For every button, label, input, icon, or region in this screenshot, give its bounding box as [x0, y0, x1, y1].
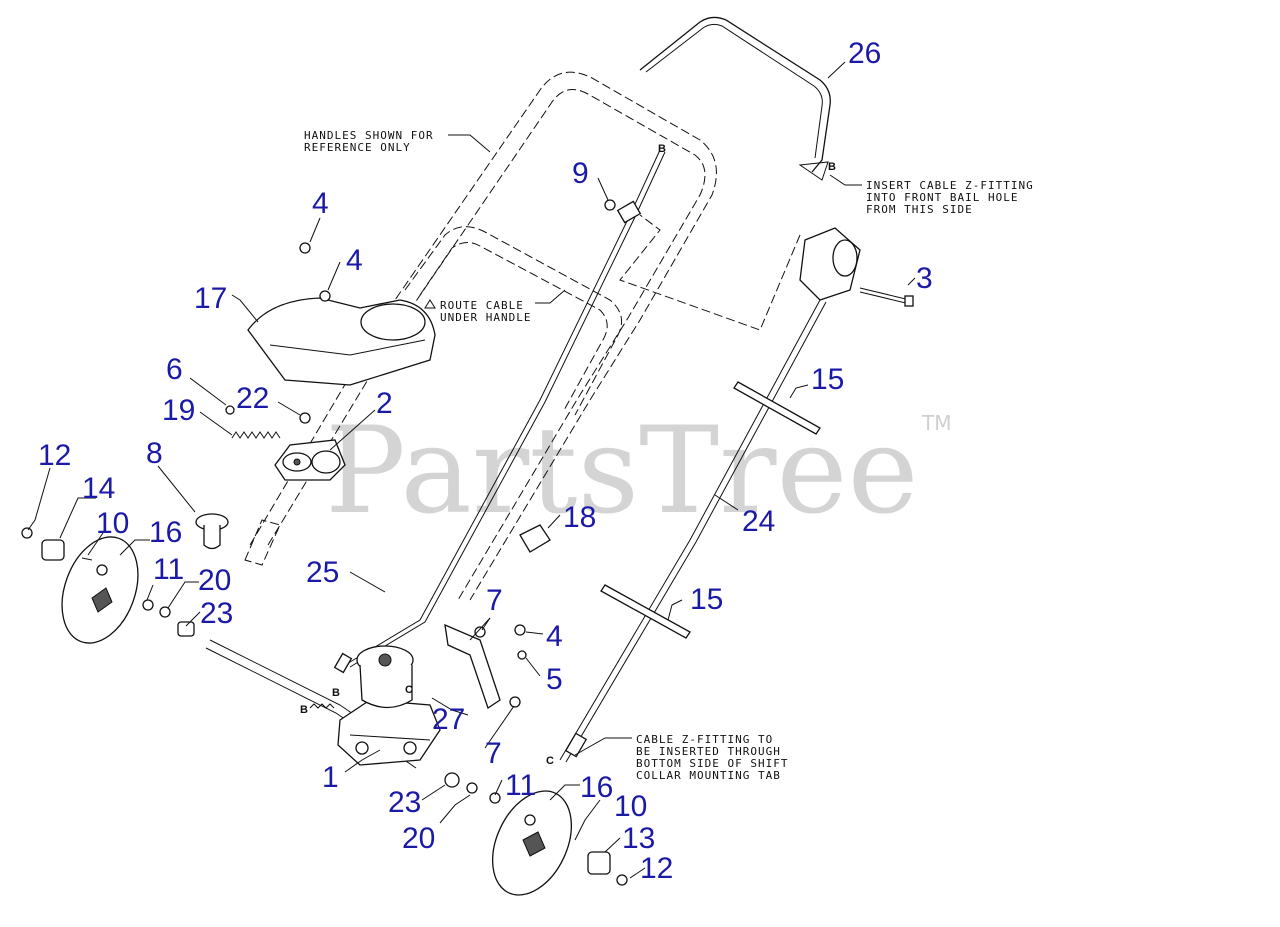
callout-14: 14: [82, 472, 115, 505]
callout-6: 6: [166, 353, 183, 386]
svg-text:UNDER HANDLE: UNDER HANDLE: [440, 311, 531, 324]
svg-text:REFERENCE ONLY: REFERENCE ONLY: [304, 141, 411, 154]
ref-c-trans: C: [405, 684, 413, 696]
callout-17: 17: [194, 282, 227, 315]
handle-outline: [244, 71, 717, 601]
callout-13: 13: [622, 822, 655, 855]
callout-12a: 12: [38, 439, 71, 472]
svg-text:INTO FRONT BAIL HOLE: INTO FRONT BAIL HOLE: [866, 191, 1018, 204]
ref-b-bail: B: [828, 161, 836, 173]
transmission: [309, 645, 441, 766]
callout-23b: 23: [388, 786, 421, 819]
callout-4b: 4: [346, 244, 363, 277]
callout-leaders: [27, 61, 916, 879]
right-wheel-group: [444, 772, 628, 896]
control-box: [619, 214, 914, 331]
callout-16a: 16: [149, 516, 182, 549]
callout-2: 2: [376, 387, 393, 420]
watermark-tm: TM: [921, 411, 951, 435]
bushing: [195, 513, 229, 550]
callout-4c: 4: [546, 620, 563, 653]
cable-25: [344, 149, 661, 666]
callout-11a: 11: [153, 553, 184, 586]
callouts: 26 9 4 4 3 17 6 22 2 19 15 12 8 14 10 16…: [38, 37, 933, 885]
callout-23a: 23: [200, 597, 233, 630]
callout-19: 19: [162, 394, 195, 427]
callout-15a: 15: [811, 363, 844, 396]
callout-20a: 20: [198, 564, 231, 597]
bail-handle: [639, 16, 831, 181]
ref-b-spring: B: [300, 704, 308, 716]
callout-11b: 11: [505, 769, 536, 802]
cable-tie-upper: [733, 381, 821, 435]
callout-16b: 16: [580, 771, 613, 804]
ref-c-cable: C: [546, 755, 554, 767]
note-insert-cable: INSERT CABLE Z-FITTING INTO FRONT BAIL H…: [829, 174, 1034, 216]
spacer-22: [299, 412, 311, 424]
nut-9: [604, 199, 616, 211]
callout-20b: 20: [402, 822, 435, 855]
callout-7a: 7: [486, 584, 503, 617]
callout-9: 9: [572, 157, 589, 190]
callout-26: 26: [848, 37, 881, 70]
callout-27: 27: [432, 703, 465, 736]
spring: [231, 431, 281, 439]
svg-text:BE INSERTED THROUGH: BE INSERTED THROUGH: [636, 745, 781, 758]
callout-12b: 12: [640, 852, 673, 885]
svg-text:BOTTOM SIDE OF SHIFT: BOTTOM SIDE OF SHIFT: [636, 757, 788, 770]
nut-4-upper: [299, 242, 311, 254]
ref-b-trans: B: [332, 687, 340, 699]
ref-b-cable: B: [658, 143, 666, 155]
callout-7b: 7: [485, 737, 502, 770]
watermark: PartsTree: [325, 402, 919, 541]
svg-text:COLLAR MOUNTING TAB: COLLAR MOUNTING TAB: [636, 769, 781, 782]
callout-10a: 10: [96, 507, 129, 540]
svg-text:CABLE Z-FITTING TO: CABLE Z-FITTING TO: [636, 733, 773, 746]
cable-24: [559, 299, 821, 761]
callout-25: 25: [306, 556, 339, 589]
callout-1: 1: [322, 761, 339, 794]
callout-18: 18: [563, 501, 596, 534]
callout-24: 24: [742, 505, 775, 538]
note-cable-fitting: CABLE Z-FITTING TO BE INSERTED THROUGH B…: [574, 733, 788, 782]
cable-guide: [519, 524, 551, 553]
note-route: ROUTE CABLE UNDER HANDLE: [424, 289, 566, 324]
nut-4-lower: [319, 290, 331, 302]
callout-5: 5: [546, 663, 563, 696]
shift-bracket: [444, 623, 501, 710]
bolt-6: [225, 405, 235, 415]
svg-text:FROM THIS SIDE: FROM THIS SIDE: [866, 203, 973, 216]
callout-3: 3: [916, 262, 933, 295]
callout-8: 8: [146, 437, 163, 470]
cable-tie-lower: [600, 584, 691, 639]
note-handles: HANDLES SHOWN FOR REFERENCE ONLY: [304, 129, 491, 154]
belt-cover: [247, 297, 436, 386]
callout-10b: 10: [614, 790, 647, 823]
svg-text:INSERT CABLE Z-FITTING: INSERT CABLE Z-FITTING: [866, 179, 1034, 192]
left-wheel-group: [21, 527, 195, 644]
callout-15b: 15: [690, 583, 723, 616]
callout-22: 22: [236, 382, 269, 415]
callout-4a: 4: [312, 187, 329, 220]
pulley-assembly: [274, 439, 346, 481]
svg-text:ROUTE CABLE: ROUTE CABLE: [440, 299, 524, 312]
svg-text:HANDLES SHOWN FOR: HANDLES SHOWN FOR: [304, 129, 434, 142]
